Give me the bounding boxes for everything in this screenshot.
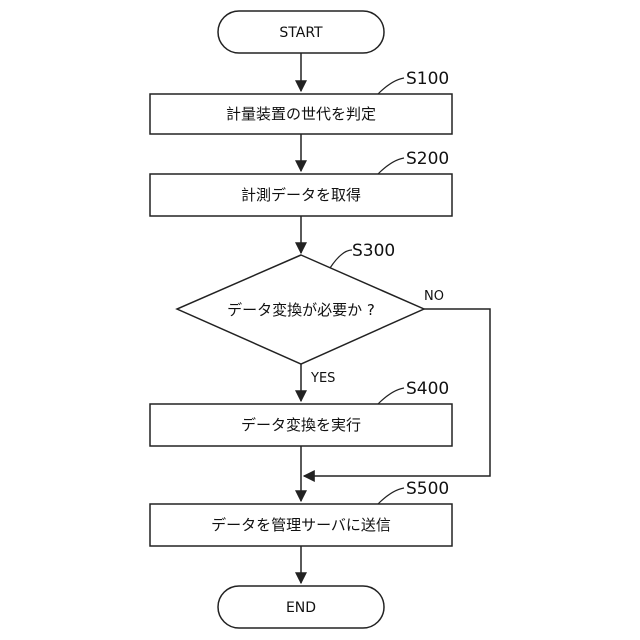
step-number-s400: S400 bbox=[406, 379, 449, 399]
process-label-s200: 計測データを取得 bbox=[241, 186, 361, 204]
decision-label-s300: データ変換が必要か ? bbox=[227, 301, 375, 319]
step-leader-s400 bbox=[378, 388, 404, 404]
yes-branch-label: YES bbox=[310, 371, 335, 386]
step-leader-s100 bbox=[378, 78, 404, 94]
decision-step-s300: データ変換が必要か ? S300 bbox=[177, 241, 424, 364]
step-number-s100: S100 bbox=[406, 69, 449, 89]
start-terminal: START bbox=[218, 11, 384, 53]
process-label-s400: データ変換を実行 bbox=[241, 416, 361, 434]
end-terminal: END bbox=[218, 586, 384, 628]
step-number-s200: S200 bbox=[406, 149, 449, 169]
step-leader-s300 bbox=[330, 250, 352, 268]
start-terminal-label: START bbox=[279, 25, 323, 41]
step-number-s500: S500 bbox=[406, 479, 449, 499]
process-label-s500: データを管理サーバに送信 bbox=[211, 516, 391, 534]
step-leader-s200 bbox=[378, 158, 404, 174]
no-branch-label: NO bbox=[424, 289, 444, 304]
step-number-s300: S300 bbox=[352, 241, 395, 261]
process-label-s100: 計量装置の世代を判定 bbox=[226, 105, 376, 123]
end-terminal-label: END bbox=[286, 600, 316, 616]
step-leader-s500 bbox=[378, 488, 404, 504]
